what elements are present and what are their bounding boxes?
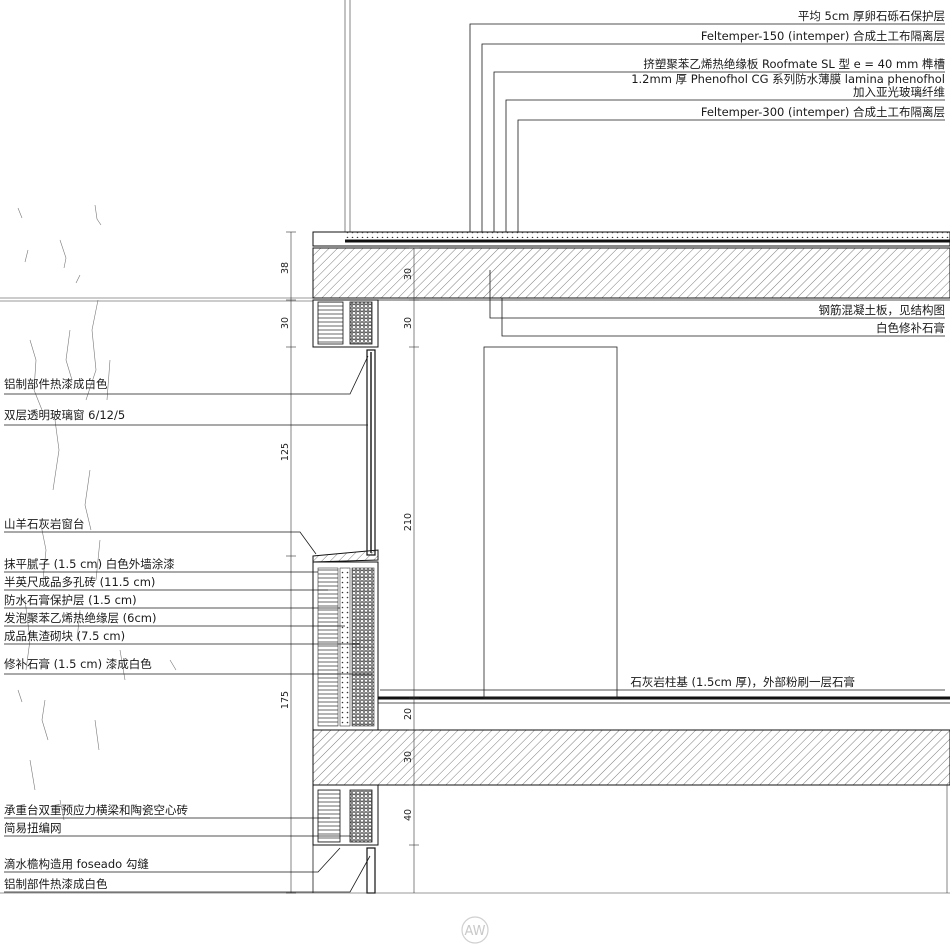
dim-inner-2: 30 xyxy=(403,317,414,329)
lower-brick xyxy=(349,789,373,843)
lintel-brick xyxy=(349,301,373,345)
label-xps-board: 挤塑聚苯乙烯热绝缘板 Roofmate SL 型 e = 40 mm 榫槽 xyxy=(643,57,945,71)
dim-inner-1: 30 xyxy=(403,268,414,280)
insulation-layer xyxy=(339,567,351,727)
label-geotextile-150: Feltemper-150 (intemper) 合成土工布隔离层 xyxy=(701,29,945,43)
watermark-logo xyxy=(461,916,489,944)
left-leaders xyxy=(4,355,372,893)
label-cinder-block: 成品焦渣砌块 (7.5 cm) xyxy=(4,629,125,643)
label-gravel: 平均 5cm 厚卵石砾石保护层 xyxy=(798,9,945,23)
right-leaders xyxy=(380,23,945,691)
watermark-text: AW xyxy=(464,924,485,939)
dim-inner-4: 20 xyxy=(403,708,414,720)
lower-beam xyxy=(317,789,341,843)
gravel-layer xyxy=(345,232,950,238)
floor-slab xyxy=(312,729,950,786)
label-limestone-sill: 山羊石灰岩窗台 xyxy=(4,517,85,531)
label-putty: 抹平腻子 (1.5 cm) 白色外墙涂漆 xyxy=(4,557,175,571)
block-layer xyxy=(351,567,375,727)
label-double-glazing: 双层透明玻璃窗 6/12/5 xyxy=(4,408,125,422)
roof-slab xyxy=(312,247,950,299)
label-geotextile-300: Feltemper-300 (intemper) 合成土工布隔离层 xyxy=(701,105,945,119)
label-white-plaster: 白色修补石膏 xyxy=(876,321,945,335)
label-concrete-slab: 钢筋混凝土板，见结构图 xyxy=(819,303,946,317)
label-porous-brick: 半英尺成品多孔砖 (11.5 cm) xyxy=(4,575,155,589)
label-prestressed-beam: 承重台双重预应力横梁和陶瓷空心砖 xyxy=(4,803,188,817)
lower-beam-block xyxy=(312,784,379,846)
dimension-inner xyxy=(409,247,419,893)
label-aluminum-bottom: 铝制部件热漆成白色 xyxy=(4,877,108,891)
dim-outer-4: 175 xyxy=(280,691,291,709)
lintel-beam xyxy=(317,301,344,345)
dim-inner-5: 30 xyxy=(403,751,414,763)
dim-inner-3: 210 xyxy=(403,513,414,531)
brick-layer xyxy=(317,567,339,727)
lintel-block xyxy=(312,299,379,348)
window-sill xyxy=(312,549,379,563)
label-fiberglass: 加入亚光玻璃纤维 xyxy=(853,85,945,99)
label-eps-insulation: 发泡聚苯乙烯热绝缘层 (6cm) xyxy=(4,611,156,625)
interior-opening xyxy=(483,346,618,699)
label-drip-joint: 滴水檐构造用 foseado 勾缝 xyxy=(4,857,149,871)
dim-outer-1: 38 xyxy=(280,262,291,274)
lower-window-frame xyxy=(366,847,376,894)
label-membrane: 1.2mm 厚 Phenofhol CG 系列防水薄膜 lamina pheno… xyxy=(631,72,945,86)
dim-outer-2: 30 xyxy=(280,317,291,329)
label-repair-plaster: 修补石膏 (1.5 cm) 漆成白色 xyxy=(4,657,152,671)
terrain-sketch xyxy=(17,204,177,821)
label-twisted-mesh: 简易扭编网 xyxy=(4,821,62,835)
label-waterproof-plaster: 防水石膏保护层 (1.5 cm) xyxy=(4,593,137,607)
dimension-outer xyxy=(286,231,296,894)
dim-inner-6: 40 xyxy=(403,809,414,821)
label-limestone-base: 石灰岩柱基 (1.5cm 厚)，外部粉刷一层石膏 xyxy=(630,675,855,689)
label-aluminum-top: 铝制部件热漆成白色 xyxy=(4,377,108,391)
dim-outer-3: 125 xyxy=(280,443,291,461)
